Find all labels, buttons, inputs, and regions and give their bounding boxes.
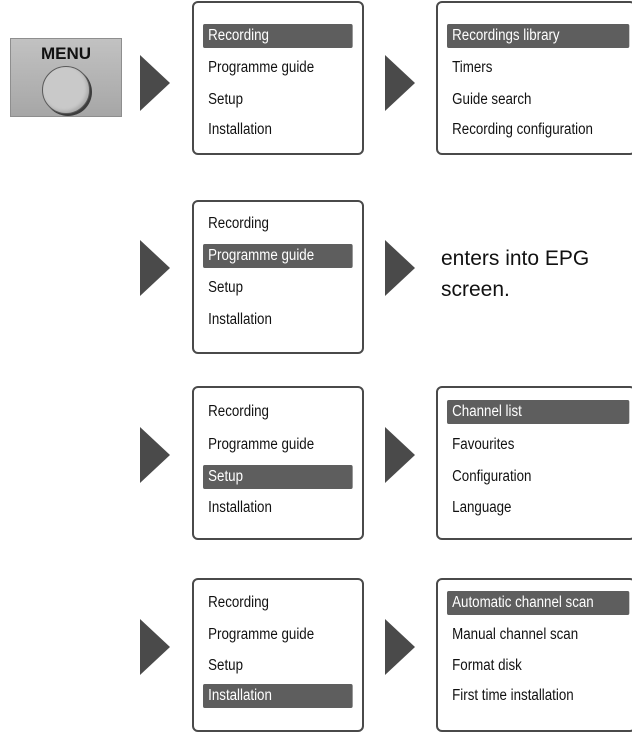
submenu-item-recording-configuration[interactable]: Recording configuration [452,121,593,138]
submenu-item-manual-channel-scan[interactable]: Manual channel scan [452,626,579,643]
menu-item-installation[interactable]: Installation [208,499,272,516]
submenu-item-configuration[interactable]: Configuration [452,468,532,485]
menu-item-installation[interactable]: Installation [208,121,272,138]
arrow-right-icon [140,619,170,675]
menu-item-recording[interactable]: Recording [208,215,269,232]
menu-item-setup[interactable]: Setup [203,465,353,489]
submenu-item-first-time-installation[interactable]: First time installation [452,687,574,704]
menu-item-installation[interactable]: Installation [203,684,353,708]
main-menu-osd: Recording Programme guide Setup Installa… [192,578,364,732]
menu-item-programme-guide[interactable]: Programme guide [208,436,315,453]
menu-item-setup[interactable]: Setup [208,657,244,674]
main-menu-osd: Recording Programme guide Setup Installa… [192,200,364,354]
main-menu-osd: Recording Programme guide Setup Installa… [192,386,364,540]
arrow-right-icon [385,427,415,483]
main-menu-osd: Recording Programme guide Setup Installa… [192,1,364,155]
menu-item-programme-guide[interactable]: Programme guide [208,59,315,76]
menu-item-recording[interactable]: Recording [208,403,269,420]
submenu-item-channel-list[interactable]: Channel list [447,400,630,424]
submenu-item-format-disk[interactable]: Format disk [452,657,522,674]
round-button-icon [42,66,90,114]
menu-item-programme-guide[interactable]: Programme guide [208,626,315,643]
arrow-right-icon [140,240,170,296]
menu-button[interactable]: MENU [10,38,122,117]
submenu-item-timers[interactable]: Timers [452,59,493,76]
installation-submenu-osd: Automatic channel scan Manual channel sc… [436,578,632,732]
submenu-item-favourites[interactable]: Favourites [452,436,515,453]
arrow-right-icon [385,619,415,675]
submenu-item-guide-search[interactable]: Guide search [452,91,532,108]
menu-button-label: MENU [40,44,92,63]
menu-item-recording[interactable]: Recording [203,24,353,48]
setup-submenu-osd: Channel list Favourites Configuration La… [436,386,632,540]
arrow-right-icon [140,427,170,483]
menu-item-setup[interactable]: Setup [208,279,244,296]
arrow-right-icon [140,55,170,111]
arrow-right-icon [385,55,415,111]
recording-submenu-osd: Recordings library Timers Guide search R… [436,1,632,155]
menu-item-programme-guide[interactable]: Programme guide [203,244,353,268]
submenu-item-language[interactable]: Language [452,499,512,516]
menu-item-installation[interactable]: Installation [208,311,272,328]
submenu-item-recordings-library[interactable]: Recordings library [447,24,630,48]
epg-note: enters into EPG screen. [441,247,590,301]
submenu-item-automatic-channel-scan[interactable]: Automatic channel scan [447,591,630,615]
arrow-right-icon [385,240,415,296]
menu-item-setup[interactable]: Setup [208,91,244,108]
menu-item-recording[interactable]: Recording [208,594,269,611]
